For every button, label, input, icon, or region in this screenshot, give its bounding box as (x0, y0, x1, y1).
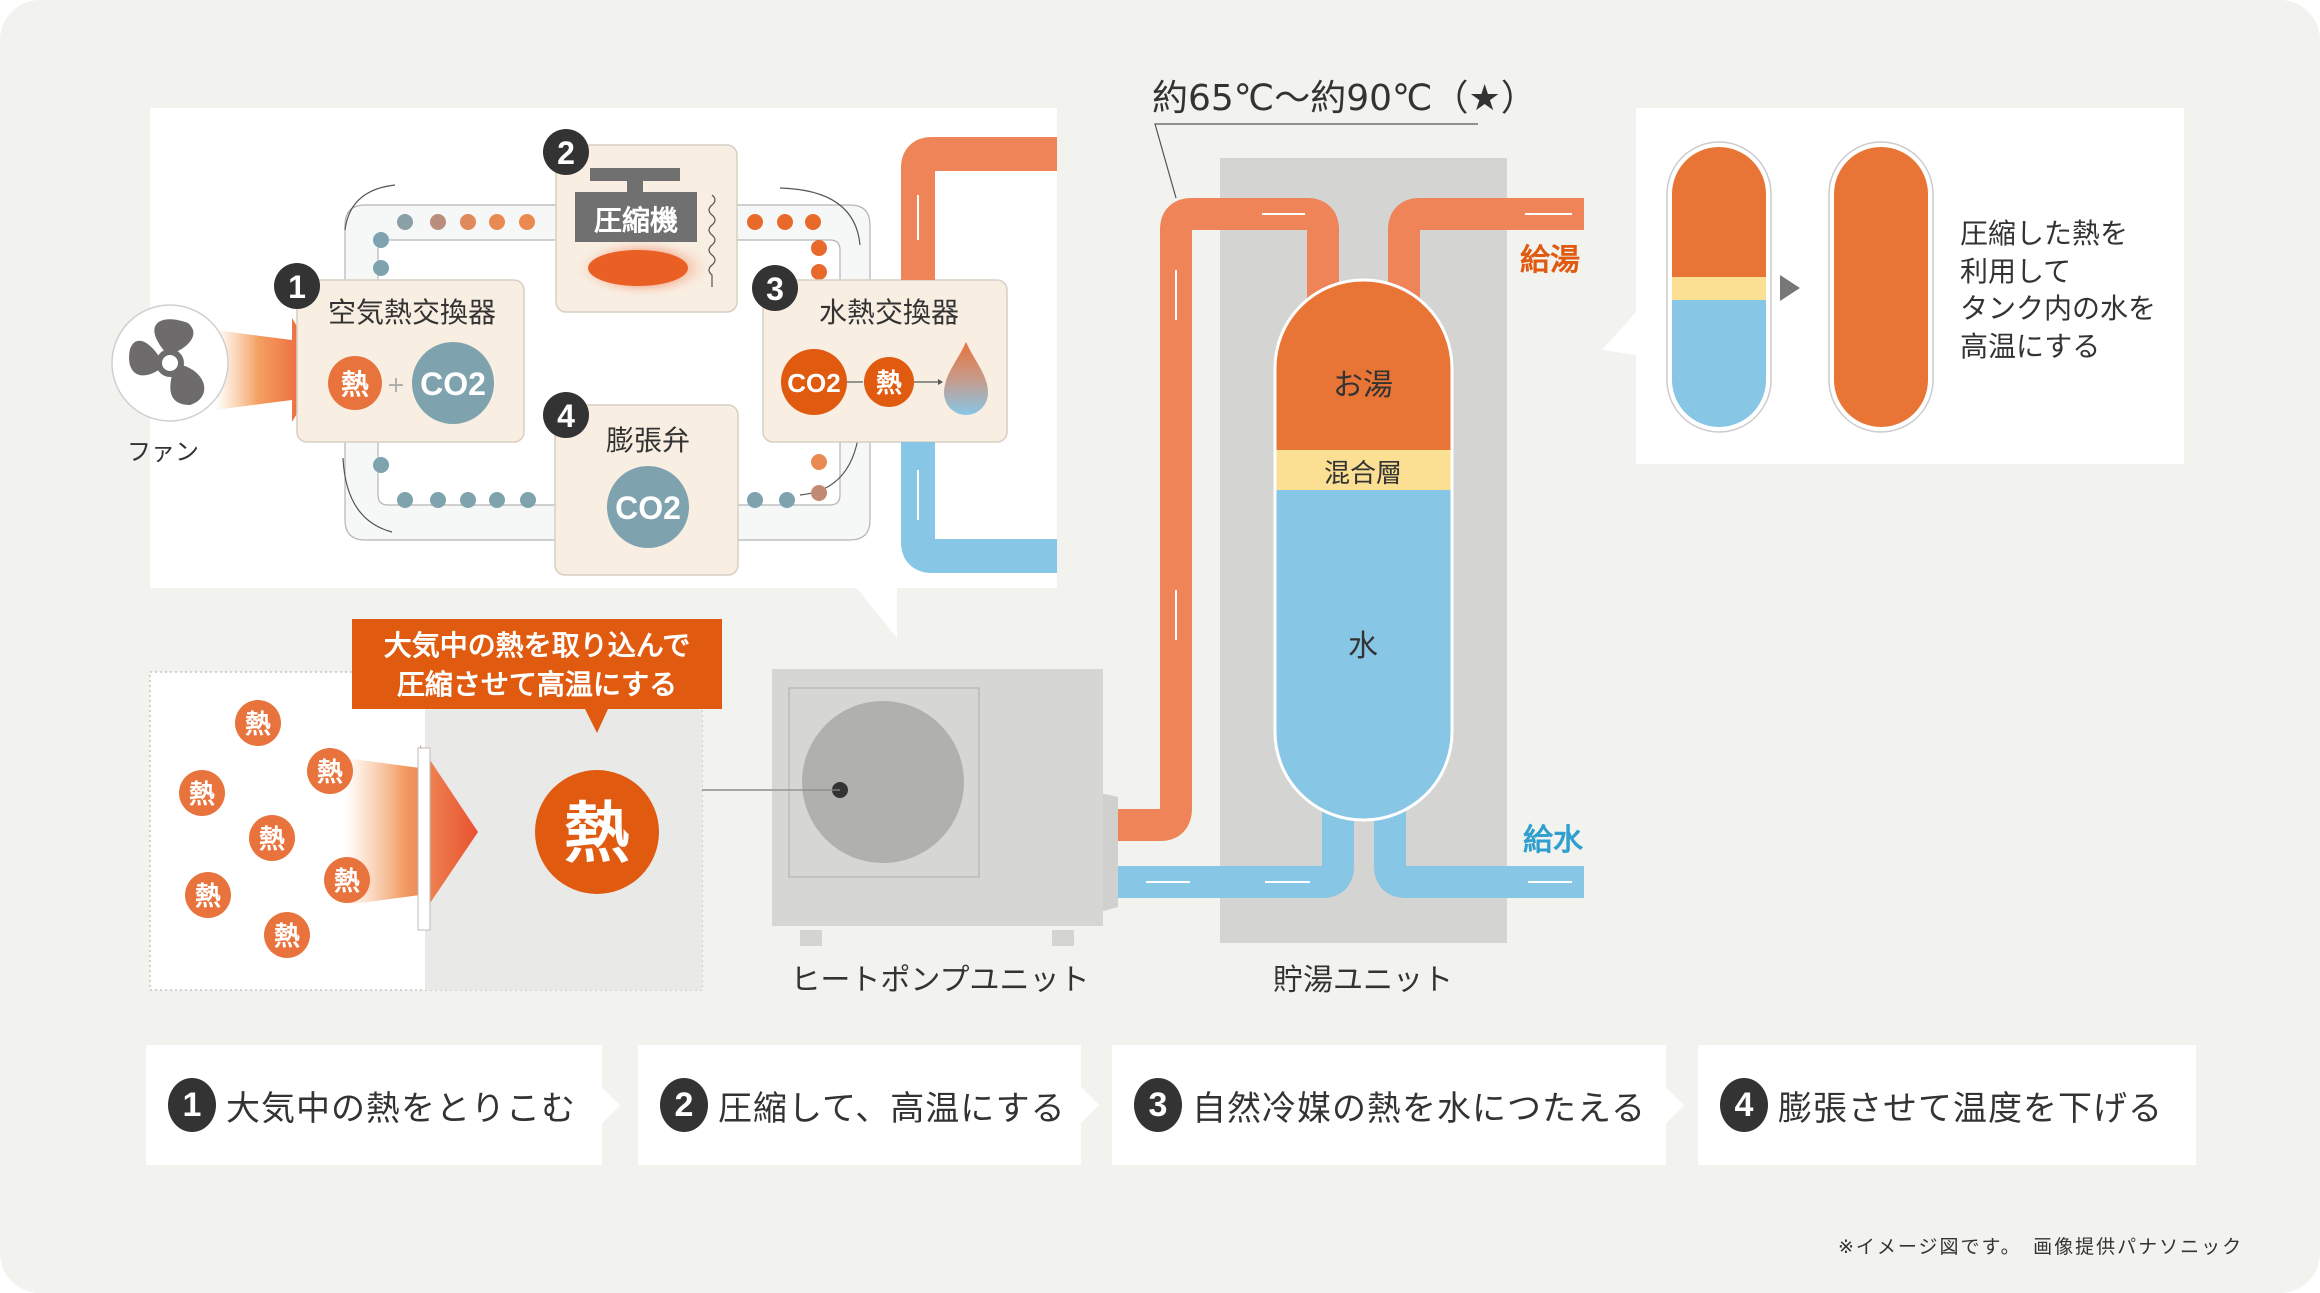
step-label: 圧縮して、高温にする (718, 1088, 1066, 1129)
air-heat-exchanger-box: 1 空気熱交換器 熱 + CO2 (274, 263, 525, 443)
compressor-box: 圧縮機 2 (543, 129, 738, 313)
hot-supply-label: 給湯 (1520, 243, 1580, 278)
heat-label: 熱 (341, 368, 369, 401)
heat-particle: 熱 (274, 922, 300, 952)
explain-line3: タンク内の水を (1960, 292, 2156, 325)
co2-hot-label: CO2 (787, 368, 840, 398)
step-3: 3 自然冷媒の熱を水につたえる (1112, 1045, 1684, 1165)
step2-badge (543, 129, 589, 175)
heat-particle: 熱 (259, 825, 285, 855)
heat-pump-unit (702, 669, 1118, 946)
big-heat-burst (535, 770, 659, 894)
heat-particle: 熱 (317, 758, 343, 788)
tank-explanation-panel: 圧縮した熱を 利用して タンク内の水を 高温にする (1602, 108, 2184, 464)
heat-particle: 熱 (195, 882, 221, 912)
step1-badge (274, 263, 320, 309)
wavy-line (708, 194, 716, 287)
step-number-badge: 4 (1720, 1078, 1768, 1132)
step1-title: 空気熱交換器 (328, 296, 496, 329)
callout-line2: 圧縮させて高温にする (397, 668, 677, 701)
flow-arrows-hot (1175, 213, 1572, 640)
step-number-badge: 3 (1134, 1078, 1182, 1132)
step1-badge-num: 1 (288, 269, 306, 305)
step3-badge-num: 3 (766, 271, 784, 307)
callout-banner: 大気中の熱を取り込んで 圧縮させて高温にする (352, 619, 722, 733)
step4-badge-num: 4 (557, 398, 575, 434)
step3-title: 水熱交換器 (819, 296, 959, 329)
step-label: 自然冷媒の熱を水につたえる (1192, 1088, 1646, 1129)
hot-pipe (1118, 198, 1584, 841)
callout-line1: 大気中の熱を取り込んで (384, 629, 691, 662)
water-heat-exchanger-box: 3 水熱交換器 CO2 熱 (752, 265, 1008, 443)
step-number-badge: 1 (168, 1078, 216, 1132)
heat-circle (328, 356, 382, 410)
tank-water-label: 水 (1348, 629, 1378, 664)
co2-cool-label: CO2 (615, 490, 681, 526)
temperature-label: 約65℃〜約90℃（★） (1152, 78, 1537, 119)
temperature-leader (1154, 123, 1478, 199)
heat-particle: 熱 (245, 710, 271, 740)
step3-badge (752, 265, 798, 311)
compressor-icon (575, 192, 697, 242)
arrow-right-icon (1780, 275, 1800, 301)
compressor-heat (588, 250, 688, 286)
plus-sign: + (387, 373, 405, 398)
big-heat-label: 熱 (564, 795, 630, 872)
tank-hot-label: お湯 (1333, 368, 1393, 403)
chevron-right-icon (1666, 1087, 1684, 1123)
cold-pipe (1118, 790, 1584, 898)
step-2: 2 圧縮して、高温にする (638, 1045, 1099, 1165)
heat-pump-unit-label: ヒートポンプユニット (790, 963, 1089, 998)
water-supply-label: 給水 (1523, 823, 1584, 858)
heat-particle: 熱 (189, 780, 215, 810)
heat-burst (864, 357, 914, 407)
chevron-right-icon (602, 1087, 620, 1123)
step-label: 膨張させて温度を下げる (1778, 1088, 2163, 1129)
tank-after-icon (1828, 141, 1934, 433)
step2-title: 圧縮機 (594, 204, 678, 237)
heat-burst-label: 熱 (876, 369, 902, 399)
water-drop-icon (944, 342, 988, 415)
tank-mix-label: 混合層 (1324, 459, 1402, 489)
step4-title: 膨張弁 (606, 424, 690, 457)
chevron-right-icon (1081, 1087, 1099, 1123)
step4-badge (543, 392, 589, 438)
storage-unit-label: 貯湯ユニット (1273, 963, 1453, 998)
co2-cool-circle (607, 466, 689, 548)
step-number-badge: 2 (660, 1078, 708, 1132)
heat-collection-panel: 熱 熱 熱 熱 熱 熱 熱 熱 (149, 671, 828, 991)
hot-water-tank: お湯 混合層 水 (1273, 278, 1454, 822)
co2-hot-circle (781, 349, 847, 415)
explain-line1: 圧縮した熱を (1960, 217, 2128, 250)
explain-line2: 利用して (1960, 255, 2071, 288)
step2-badge-num: 2 (557, 135, 575, 171)
panel-pipes (901, 137, 1057, 573)
expansion-valve-box: 4 膨張弁 CO2 (543, 392, 739, 576)
refrigerant-dots (373, 214, 827, 508)
steps-bar: 1 大気中の熱をとりこむ 2 圧縮して、高温にする 3 自然冷媒の熱を水につたえ… (146, 1045, 2196, 1165)
co2-circle (412, 342, 494, 424)
step-1: 1 大気中の熱をとりこむ (146, 1045, 620, 1165)
step-label: 大気中の熱をとりこむ (226, 1088, 576, 1129)
fan-icon (111, 304, 323, 422)
footnote: ※イメージ図です。 画像提供パナソニック (1838, 1236, 2244, 1258)
heat-particle: 熱 (334, 867, 360, 897)
co2-label: CO2 (420, 366, 486, 402)
explain-line4: 高温にする (1960, 330, 2100, 363)
step-4: 4 膨張させて温度を下げる (1698, 1045, 2196, 1165)
tank-before-icon (1666, 141, 1772, 433)
fan-grille (802, 701, 964, 863)
fan-label: ファン (127, 438, 199, 466)
